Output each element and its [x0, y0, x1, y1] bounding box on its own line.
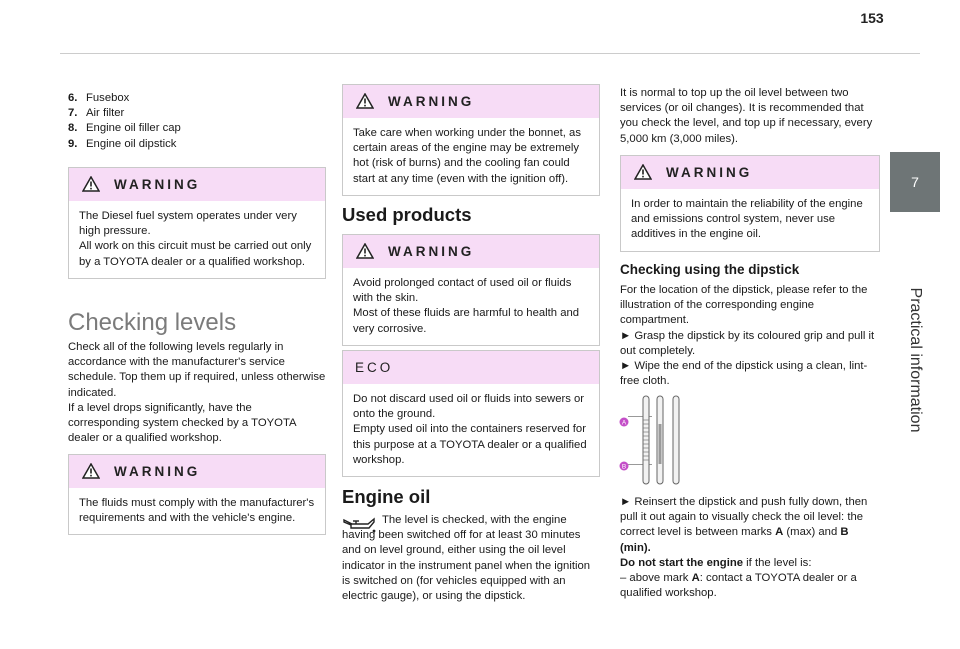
- warning-box-diesel: WARNING The Diesel fuel system operates …: [68, 167, 326, 279]
- warning-icon: [356, 243, 374, 259]
- engine-oil-text: The level is checked, with the engine ha…: [342, 514, 591, 603]
- warning-title: WARNING: [388, 94, 475, 109]
- chapter-tab[interactable]: 7: [890, 152, 940, 212]
- warning-box-bonnet: WARNING Take care when working under the…: [342, 84, 600, 196]
- chapter-label: Practical information: [907, 287, 924, 433]
- page-number: 153: [860, 10, 884, 26]
- dipstick-illustration: A B: [619, 395, 680, 485]
- numbered-list: 6.Fusebox 7.Air filter 8.Engine oil fill…: [68, 91, 181, 152]
- warning-box-used-oil: WARNING Avoid prolonged contact of used …: [342, 234, 600, 346]
- warning-header: WARNING: [343, 235, 599, 268]
- eco-box: ECO Do not discard used oil or fluids in…: [342, 350, 600, 478]
- eco-title: ECO: [355, 360, 394, 375]
- warning-header: WARNING: [621, 156, 879, 189]
- warning-icon: [356, 93, 374, 109]
- warning-header: WARNING: [69, 168, 325, 201]
- dipstick-heading: Checking using the dipstick: [620, 262, 800, 277]
- warning-body: Take care when working under the bonnet,…: [353, 127, 581, 185]
- warning-box-fluids: WARNING The fluids must comply with the …: [68, 454, 326, 536]
- header-rule: [60, 53, 920, 54]
- oil-can-icon: [343, 517, 376, 533]
- checking-levels-text: Check all of the following levels regula…: [68, 341, 326, 445]
- list-item: 6.Fusebox: [68, 92, 130, 104]
- used-products-heading: Used products: [342, 204, 472, 225]
- section-heading: Checking levels: [68, 309, 237, 336]
- warning-title: WARNING: [388, 244, 475, 259]
- warning-icon: [82, 463, 100, 479]
- warning-body: Avoid prolonged contact of used oil or f…: [353, 277, 580, 335]
- mark-b-label: B: [622, 464, 626, 471]
- list-item: 8.Engine oil filler cap: [68, 122, 181, 135]
- warning-icon: [634, 164, 652, 180]
- warning-title: WARNING: [114, 464, 201, 479]
- warning-body: The fluids must comply with the manufact…: [79, 497, 315, 525]
- reinsert-text: ► Reinsert the dipstick and push fully d…: [620, 496, 868, 600]
- warning-title: WARNING: [666, 165, 753, 180]
- warning-icon: [82, 176, 100, 192]
- list-item: 9.Engine oil dipstick: [68, 137, 177, 150]
- warning-body: In order to maintain the reliability of …: [631, 198, 863, 241]
- dipstick-steps: For the location of the dipstick, please…: [620, 284, 875, 388]
- mark-a-label: A: [622, 420, 627, 427]
- mark-a-badge: [619, 417, 629, 427]
- eco-body: Do not discard used oil or fluids into s…: [353, 393, 587, 466]
- top-up-text: It is normal to top up the oil level bet…: [620, 87, 873, 145]
- list-item: 7.Air filter: [68, 107, 125, 120]
- warning-box-additives: WARNING In order to maintain the reliabi…: [620, 155, 880, 252]
- warning-body: The Diesel fuel system operates under ve…: [79, 210, 312, 268]
- warning-title: WARNING: [114, 177, 201, 192]
- warning-header: WARNING: [343, 85, 599, 118]
- eco-header: ECO: [343, 351, 599, 384]
- warning-header: WARNING: [69, 455, 325, 488]
- mark-b-badge: [619, 461, 629, 471]
- engine-oil-heading: Engine oil: [342, 486, 431, 507]
